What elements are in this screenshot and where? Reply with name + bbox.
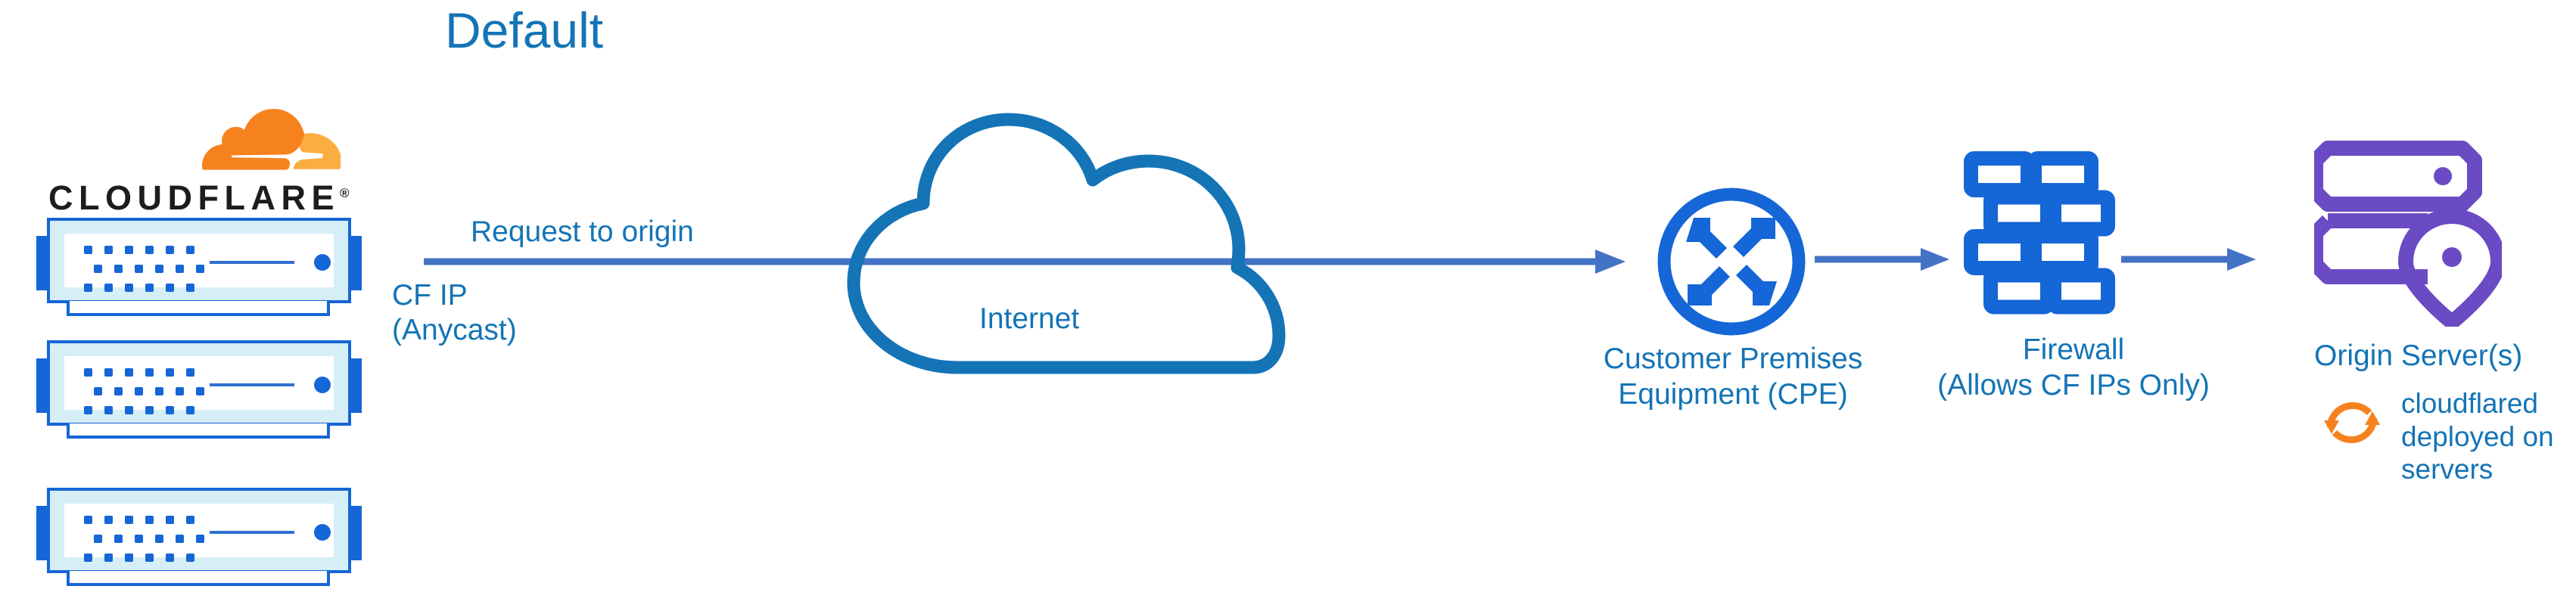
cloudflared-note-line3: servers xyxy=(2401,454,2494,485)
router-converge-arrows-icon xyxy=(1654,185,1809,343)
server-rack-location-pin-icon xyxy=(2308,138,2506,330)
cloudflared-note-text: cloudflared deployed on servers xyxy=(2401,387,2554,486)
server-port-grid-icon xyxy=(84,246,205,296)
cloudflare-edge-server-2 xyxy=(36,340,362,439)
cloudflare-wordmark: CLOUDFLARE® xyxy=(48,178,350,218)
arrow-firewall-to-origin xyxy=(2121,243,2265,279)
internet-cloud-icon xyxy=(817,110,1294,379)
server-chassis xyxy=(47,488,351,573)
server-status-bar xyxy=(210,383,294,386)
server-led-indicator xyxy=(314,524,331,541)
server-status-bar xyxy=(210,261,294,264)
cloudflare-wordmark-text: CLOUDFLARE xyxy=(48,178,340,217)
server-base-shelf xyxy=(67,301,330,316)
server-led-indicator xyxy=(314,254,331,271)
server-faceplate xyxy=(64,356,334,414)
server-faceplate xyxy=(64,504,334,562)
sync-circular-arrows-icon xyxy=(2319,390,2385,459)
server-faceplate xyxy=(64,234,334,292)
server-status-bar xyxy=(210,531,294,534)
firewall-caption-line1: Firewall xyxy=(2022,333,2125,366)
server-port-grid-icon xyxy=(84,516,205,566)
arrow-edge-to-cpe xyxy=(424,245,1635,284)
server-chassis xyxy=(47,218,351,303)
server-base-shelf xyxy=(67,423,330,439)
firewall-caption: Firewall (Allows CF IPs Only) xyxy=(1869,333,2278,404)
arrow-cpe-to-firewall xyxy=(1815,243,1958,279)
server-port-grid-icon xyxy=(84,368,205,419)
server-chassis xyxy=(47,340,351,426)
registered-trademark-mark: ® xyxy=(339,186,350,200)
cf-ip-label-line2: (Anycast) xyxy=(392,314,517,346)
cloudflared-note-line1: cloudflared xyxy=(2401,388,2539,419)
server-base-shelf xyxy=(67,571,330,586)
page-title: Default xyxy=(445,2,604,58)
firewall-caption-line2: (Allows CF IPs Only) xyxy=(1937,368,2210,402)
cloudflare-edge-server-3 xyxy=(36,488,362,586)
cf-ip-label-line1: CF IP xyxy=(392,279,468,312)
internet-label: Internet xyxy=(979,302,1080,335)
request-to-origin-label: Request to origin xyxy=(471,216,694,248)
cpe-caption-line1: Customer Premises xyxy=(1603,343,1863,375)
cloudflare-cloud-mark-icon xyxy=(189,107,342,181)
cpe-caption: Customer Premises Equipment (CPE) xyxy=(1521,342,1945,413)
cloudflare-brand: CLOUDFLARE® xyxy=(21,106,354,219)
cloudflare-edge-server-1 xyxy=(36,218,362,316)
brick-wall-icon xyxy=(1964,151,2115,325)
cpe-caption-line2: Equipment (CPE) xyxy=(1618,377,1848,411)
server-led-indicator xyxy=(314,377,331,393)
cloudflared-note-line2: deployed on xyxy=(2401,420,2554,452)
origin-server-caption: Origin Server(s) xyxy=(2314,340,2523,372)
